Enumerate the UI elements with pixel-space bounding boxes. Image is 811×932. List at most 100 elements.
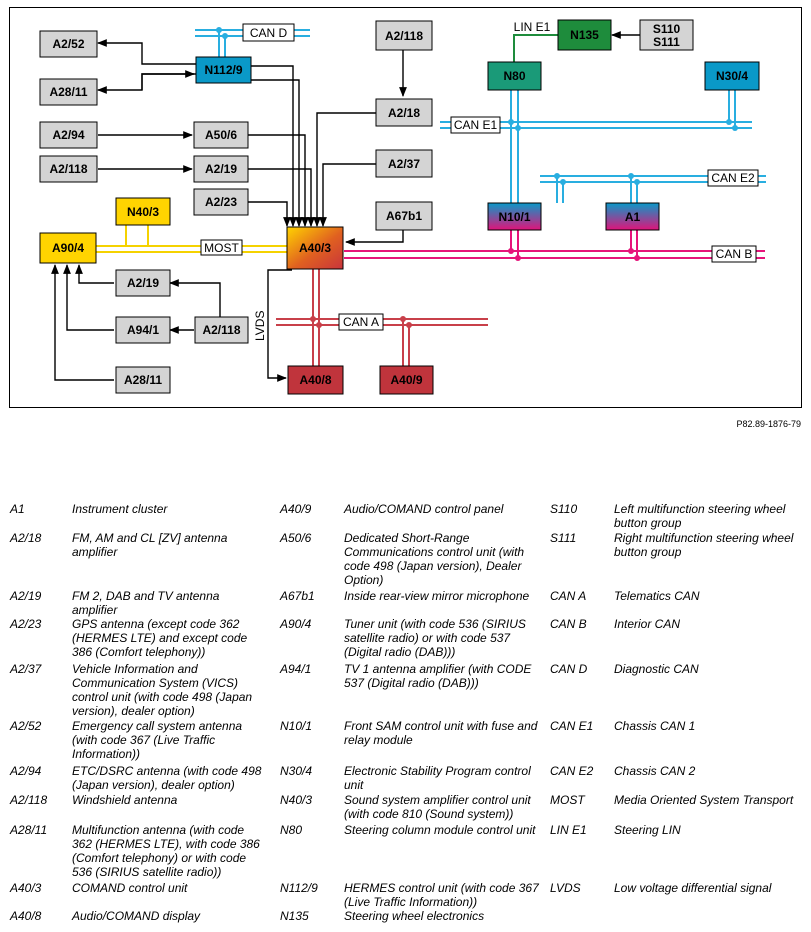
legend-code: N135 <box>280 909 309 923</box>
legend-description: HERMES control unit (with code 367 (Live… <box>344 881 539 909</box>
legend-code: MOST <box>550 793 585 807</box>
box-a2-118-left: A2/118 <box>39 155 98 183</box>
legend-code: A2/118 <box>10 793 48 807</box>
box-a2-23: A2/23 <box>193 188 249 216</box>
box-n40-3: N40/3 <box>115 197 171 226</box>
legend-code: S110 <box>550 502 578 516</box>
box-a40-8: A40/8 <box>287 365 344 395</box>
box-a40-9: A40/9 <box>379 365 434 395</box>
legend-code: A50/6 <box>280 531 312 545</box>
box-a2-118-low: A2/118 <box>194 316 249 344</box>
legend-description: Chassis CAN 1 <box>614 719 696 733</box>
legend-description: Multifunction antenna (with code 362 (HE… <box>72 823 260 879</box>
box-label: N112/9 <box>204 63 242 77</box>
legend-code: A40/9 <box>280 502 312 516</box>
legend-code: N40/3 <box>280 793 313 807</box>
legend-code: A2/23 <box>10 617 42 631</box>
most-bus <box>96 225 290 253</box>
legend-description: Instrument cluster <box>72 502 168 516</box>
box-label: N80 <box>503 69 525 83</box>
box-label: S110 <box>653 22 681 36</box>
legend-code: S111 <box>550 531 577 545</box>
legend-description: Audio/COMAND control panel <box>344 502 504 516</box>
legend-description: Steering LIN <box>614 823 681 837</box>
box-a2-18: A2/18 <box>375 98 433 127</box>
bus-label: CAN E1 <box>454 118 498 132</box>
box-n135: N135 <box>557 19 612 51</box>
legend-description: TV 1 antenna amplifier (with CODE 537 (D… <box>344 662 532 690</box>
legend-description: Sound system amplifier control unit (wit… <box>344 793 531 821</box>
box-a94-1: A94/1 <box>115 316 171 344</box>
box-a2-52: A2/52 <box>39 30 98 58</box>
box-label: A2/118 <box>385 29 423 43</box>
box-label: A2/18 <box>388 106 420 120</box>
legend-description: Inside rear-view mirror microphone <box>344 589 530 603</box>
legend-description: GPS antenna (except code 362 (HERMES LTE… <box>72 617 248 659</box>
legend-code: A94/1 <box>280 662 312 676</box>
legend-description: FM, AM and CL [ZV] antenna amplifier <box>72 531 228 559</box>
can-b-bus <box>344 230 765 259</box>
legend-description: Right multifunction steering wheel butto… <box>614 531 794 559</box>
box-a40-3: A40/3 <box>286 226 344 270</box>
legend-code: A2/37 <box>10 662 42 676</box>
box-label: A40/3 <box>299 241 331 255</box>
legend-code: CAN D <box>550 662 588 676</box>
box-a2-19-low: A2/19 <box>115 269 171 297</box>
legend-code: CAN A <box>550 589 587 603</box>
box-a2-37: A2/37 <box>375 149 433 178</box>
legend-code: A2/19 <box>10 589 42 603</box>
label-can-d: CAN D <box>242 23 295 42</box>
diagram-frame <box>9 7 802 408</box>
legend-description: Interior CAN <box>614 617 681 631</box>
box-label: A2/19 <box>205 162 237 176</box>
signal-arrows <box>51 31 640 382</box>
legend-code: A2/52 <box>10 719 42 733</box>
bus-label: CAN E2 <box>711 171 755 185</box>
legend-description: Vehicle Information and Communication Sy… <box>72 662 253 718</box>
figure-reference: P82.89-1876-79 <box>736 419 801 429</box>
box-label: S111 <box>653 35 680 49</box>
box-a90-4: A90/4 <box>39 232 97 264</box>
legend-description: FM 2, DAB and TV antenna amplifier <box>72 589 220 617</box>
legend-description: Windshield antenna <box>72 793 178 807</box>
legend-description: Media Oriented System Transport <box>614 793 794 807</box>
box-label: N40/3 <box>127 205 159 219</box>
legend-description: Electronic Stability Program control uni… <box>344 764 531 792</box>
label-can-e2: CAN E2 <box>707 169 759 187</box>
label-lvds: LVDS <box>253 311 267 341</box>
box-label: N10/1 <box>498 210 530 224</box>
legend-code: LIN E1 <box>550 823 587 837</box>
legend-description: Emergency call system antenna (with code… <box>72 719 243 761</box>
box-a2-19-mid: A2/19 <box>193 155 249 183</box>
legend-description: Diagnostic CAN <box>614 662 699 676</box>
legend-code: CAN E2 <box>550 764 594 778</box>
box-a50-6: A50/6 <box>193 121 249 149</box>
box-label: N30/4 <box>716 69 748 83</box>
box-a67b1: A67b1 <box>375 201 433 231</box>
legend-code: A1 <box>10 502 25 516</box>
legend-code: A40/8 <box>10 909 42 923</box>
box-a2-118-top: A2/118 <box>375 20 433 51</box>
legend-description: ETC/DSRC antenna (with code 498 (Japan v… <box>72 764 262 792</box>
legend-code: A40/3 <box>10 881 42 895</box>
bus-label: CAN A <box>343 315 379 329</box>
legend-code: N80 <box>280 823 303 837</box>
box-label: N135 <box>570 28 599 42</box>
legend-code: CAN B <box>550 617 587 631</box>
label-can-b: CAN B <box>711 245 757 263</box>
legend-description: Low voltage differential signal <box>614 881 772 895</box>
bus-label: MOST <box>204 241 239 255</box>
box-label: A90/4 <box>52 241 84 255</box>
legend-code: N112/9 <box>280 881 318 895</box>
legend-description: Steering column module control unit <box>344 823 536 837</box>
box-label: A2/118 <box>202 323 240 337</box>
box-n10-1: N10/1 <box>487 202 542 231</box>
legend-description: Audio/COMAND display <box>72 909 201 923</box>
bus-label: CAN D <box>250 26 288 40</box>
box-label: A1 <box>625 210 641 224</box>
box-a2-94: A2/94 <box>39 121 98 149</box>
label-most: MOST <box>200 239 243 256</box>
legend-description: COMAND control unit <box>72 881 188 895</box>
box-label: A40/8 <box>299 373 331 387</box>
